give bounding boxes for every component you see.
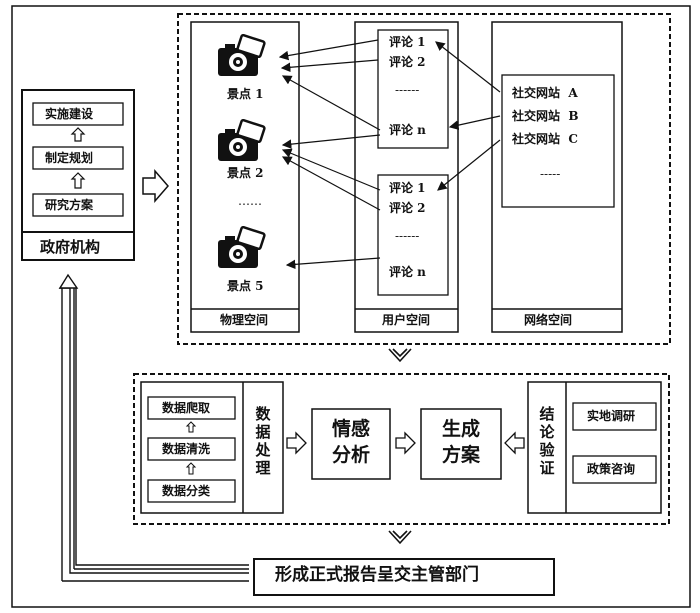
generate-line-2: 方案 bbox=[442, 444, 481, 466]
gov-step-2: 制定规划 bbox=[45, 151, 94, 165]
final-report-box bbox=[253, 558, 555, 596]
data-processing-label: 数据处理 bbox=[255, 405, 271, 477]
data-processing-frame bbox=[140, 381, 284, 514]
verification-item-box-1 bbox=[572, 402, 657, 431]
g1-comment-2: 评论 2 bbox=[389, 55, 426, 69]
g1-comment-n: 评论 n bbox=[389, 123, 426, 137]
final-report: 形成正式报告呈交主管部门 bbox=[275, 565, 479, 585]
sentiment-line-2: 分析 bbox=[332, 444, 371, 466]
gov-up-arrow-2 bbox=[70, 172, 86, 189]
data-step-2: 数据清洗 bbox=[162, 442, 211, 456]
gov-step-box-3 bbox=[32, 193, 124, 217]
user-space-column bbox=[354, 21, 459, 333]
scenic-spot-2: 景点 2 bbox=[227, 166, 264, 180]
data-step-box-3 bbox=[147, 479, 236, 503]
verification-frame bbox=[527, 381, 662, 514]
generate-line-1: 生成 bbox=[442, 418, 481, 440]
arrow-siteA-comment1 bbox=[435, 41, 501, 93]
gov-step-1: 实施建设 bbox=[45, 107, 94, 121]
scenic-spot-1: 景点 1 bbox=[227, 87, 264, 101]
g2-comment-1: 评论 1 bbox=[389, 181, 426, 195]
gov-up-arrow-1 bbox=[70, 127, 86, 142]
network-sites-box bbox=[501, 74, 615, 208]
g1-comment-1: 评论 1 bbox=[389, 35, 426, 49]
data-step-box-2 bbox=[147, 437, 236, 461]
camera-icon-3 bbox=[218, 226, 266, 268]
upper-dashed-region bbox=[177, 13, 671, 345]
scenic-spot-5: 景点 5 bbox=[227, 279, 264, 293]
verification-item-box-2 bbox=[572, 455, 657, 484]
physical-space-column bbox=[190, 21, 300, 333]
arrow-from-verification bbox=[504, 431, 525, 455]
camera-icon-1 bbox=[218, 34, 266, 76]
sites-ellipsis: ----- bbox=[540, 167, 561, 181]
g2-ellipsis: ------ bbox=[395, 229, 420, 243]
g2-comment-n: 评论 n bbox=[389, 265, 426, 279]
data-step-box-1 bbox=[147, 396, 236, 420]
arrow-commentn-spot2 bbox=[281, 134, 381, 149]
user-group-2-box bbox=[377, 174, 449, 296]
outer-frame bbox=[11, 5, 691, 608]
site-b: 社交网站 B bbox=[512, 109, 579, 123]
arrow-g2-comment1-spot2 bbox=[281, 148, 381, 191]
arrow-commentn-spot1 bbox=[281, 75, 381, 131]
pipeline-dashed-region bbox=[133, 373, 670, 525]
user-space-label: 用户空间 bbox=[382, 313, 431, 327]
gov-step-box-1 bbox=[32, 102, 124, 126]
network-space-column bbox=[491, 21, 623, 333]
data-step-1: 数据爬取 bbox=[162, 401, 211, 415]
gov-step-box-2 bbox=[32, 146, 124, 170]
network-space-label: 网络空间 bbox=[524, 313, 573, 327]
arrow-to-generate bbox=[395, 431, 416, 455]
data-step-3: 数据分类 bbox=[162, 484, 211, 498]
arrow-g2-comment2-spot2 bbox=[281, 156, 381, 211]
g2-comment-2: 评论 2 bbox=[389, 201, 426, 215]
site-a: 社交网站 A bbox=[512, 86, 578, 100]
arrow-g2-commentn-spot5 bbox=[285, 257, 381, 270]
feedback-arrow-head bbox=[58, 273, 79, 289]
data-up-arrow-2 bbox=[185, 462, 197, 475]
verification-label: 结论验证 bbox=[539, 405, 555, 477]
g1-ellipsis: ------ bbox=[395, 83, 420, 97]
down-chevron-1 bbox=[388, 348, 412, 363]
sentiment-line-1: 情感 bbox=[332, 418, 371, 440]
camera-icon-2 bbox=[218, 119, 266, 161]
data-up-arrow-1 bbox=[185, 421, 197, 433]
arrow-siteC-g2-comment1 bbox=[437, 139, 501, 191]
sentiment-box bbox=[311, 408, 391, 480]
gov-to-space-arrow bbox=[142, 168, 169, 204]
arrow-comment1-spot1 bbox=[278, 39, 379, 61]
generate-box bbox=[420, 408, 502, 480]
arrow-siteB-commentn bbox=[448, 115, 501, 130]
spots-ellipsis: …… bbox=[238, 194, 262, 208]
gov-label: 政府机构 bbox=[40, 238, 101, 256]
physical-space-label: 物理空间 bbox=[220, 313, 269, 327]
verification-item-2: 政策咨询 bbox=[587, 462, 636, 476]
down-chevron-2 bbox=[388, 530, 412, 545]
arrow-to-sentiment bbox=[286, 431, 307, 455]
verification-item-1: 实地调研 bbox=[587, 409, 636, 423]
arrow-comment2-spot1 bbox=[280, 59, 379, 73]
site-c: 社交网站 C bbox=[512, 132, 578, 146]
gov-step-3: 研究方案 bbox=[45, 198, 94, 212]
